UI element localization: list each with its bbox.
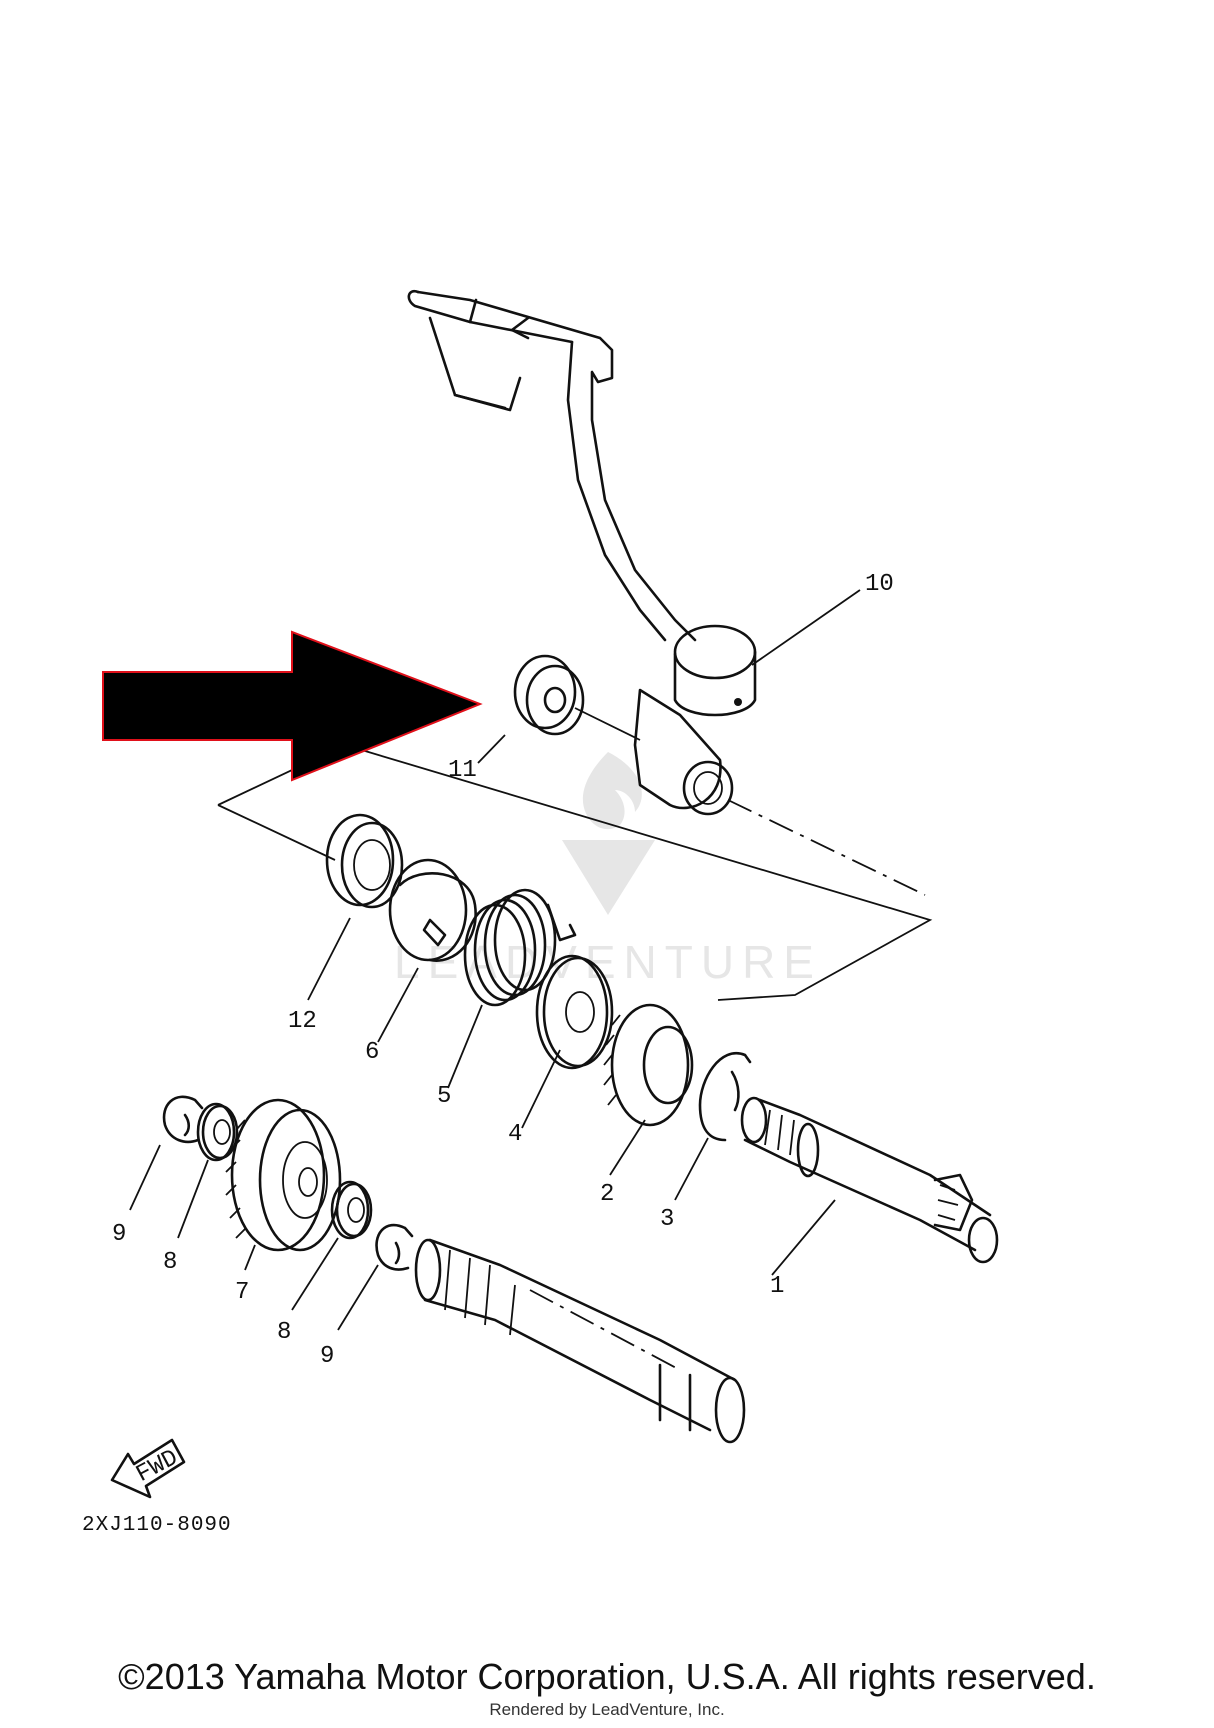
flame-logo-icon [582,752,642,830]
fwd-indicator: FWD [110,1438,186,1499]
callout-10: 10 [865,571,894,598]
callout-9-left: 9 [112,1221,126,1248]
spring-5 [463,888,577,1007]
copyright-notice: ©2013 Yamaha Motor Corporation, U.S.A. A… [118,1656,1096,1697]
circlip-9-right [375,1223,414,1271]
callout-4: 4 [508,1121,522,1148]
callout-2: 2 [600,1181,614,1208]
watermark-text: LEADVENTURE [394,936,822,988]
circlip-3 [698,1052,752,1142]
callout-6: 6 [365,1039,379,1066]
callout-1: 1 [770,1273,784,1300]
ratchet-2 [603,1003,694,1127]
washer-4 [535,954,614,1070]
guide-line [574,707,641,741]
lower-shaft [414,1238,746,1444]
washer-8-left [196,1102,239,1162]
callout-7: 7 [235,1279,249,1306]
diagram-code: 2XJ110-8090 [82,1514,232,1537]
highlight-arrow [102,630,483,782]
kick-lever [407,289,757,816]
leader-lines [129,589,861,1331]
washer-8-right [330,1180,373,1240]
callout-3: 3 [660,1206,674,1233]
callout-8-right: 8 [277,1319,291,1346]
fwd-arrow-icon [110,1438,186,1499]
callout-9-right: 9 [320,1343,334,1370]
circlip-9-left [162,1095,204,1144]
idle-gear-7 [225,1098,342,1252]
axis-line [727,799,926,896]
callout-5: 5 [437,1083,451,1110]
spacer-6 [388,858,477,962]
callout-8-left: 8 [163,1249,177,1276]
callout-12: 12 [288,1008,317,1035]
fwd-label: FWD [132,1445,183,1489]
callout-labels: 1 2 3 4 5 6 7 8 8 9 9 10 11 12 [112,571,894,1370]
rendered-by-notice: Rendered by LeadVenture, Inc. [489,1700,725,1719]
oil-seal-12 [325,813,404,909]
v-logo-icon [562,840,655,915]
washer-11 [513,654,585,736]
kick-shaft-1 [740,1096,999,1264]
callout-11: 11 [448,757,477,784]
